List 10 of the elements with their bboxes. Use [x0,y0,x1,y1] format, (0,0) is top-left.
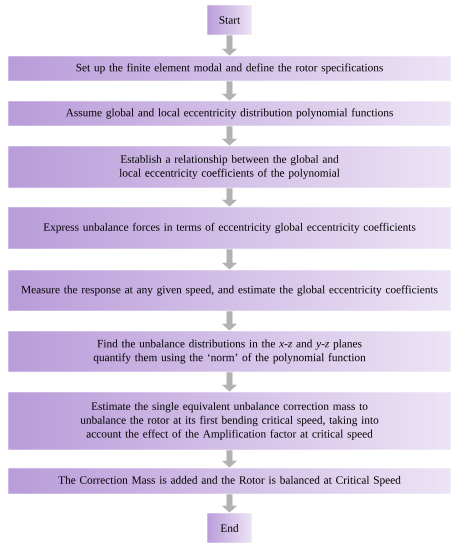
terminal-box: Start [206,4,252,36]
process-box: Express unbalance forces in terms of eccentricity global eccentricity coefficients [8,206,452,250]
process-box: Set up the finite element modal and define the rotor specifications [8,56,452,82]
process-box: The Correction Mass is added and the Rotor is balanced at Critical Speed [8,468,452,494]
process-box: Estimate the single equivalent unbalance correction mass to unbalance the rotor at its first bending critical speed, taking into account the effect of the Amplification factor at critical speed [8,392,452,450]
process-box: Assume global and local eccentricity distribution polynomial functions [8,100,452,126]
process-box: Measure the response at any given speed, and estimate the global eccentricity coefficients [8,270,452,312]
terminal-box: End [206,512,252,544]
process-box: Find the unbalance distributions in the x-z and y-z planes quantify them using the ‘norm’ of the polynomial function [8,330,452,372]
process-box: Establish a relationship between the global and local eccentricity coefficients of the polynomial [8,146,452,188]
